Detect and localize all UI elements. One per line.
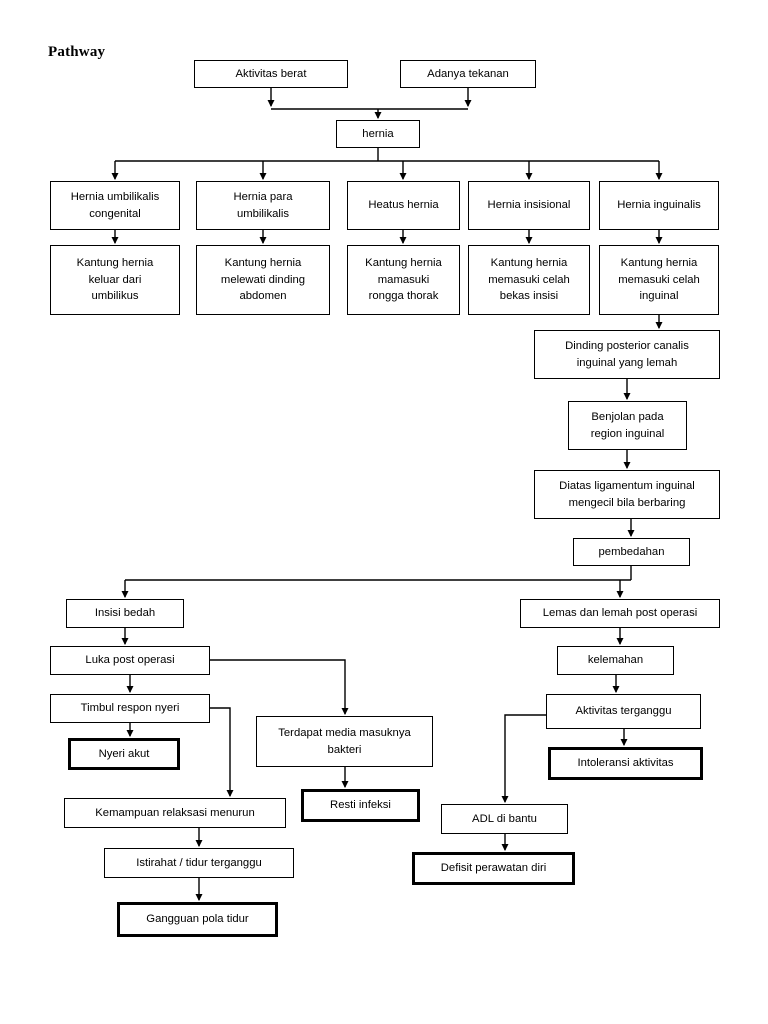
node-label-kemampuan_relaksasi: Kemampuan relaksasi menurun [95,806,255,819]
node-diatas_ligamentum[interactable]: Diatas ligamentum inguinal mengecil bila… [534,470,720,519]
node-hernia_inguinalis[interactable]: Hernia inguinalis [599,181,719,230]
node-label-aktivitas_berat: Aktivitas berat [235,67,307,80]
node-label-terdapat_media: Terdapat media masuknya bakteri [278,727,411,756]
node-label-aktivitas_terganggu: Aktivitas terganggu [575,705,672,718]
node-label-kantung_umbilikus: Kantung hernia keluar dari umbilikus [76,257,154,303]
node-label-diatas_ligamentum: Diatas ligamentum inguinal mengecil bila… [559,480,695,509]
node-label-gangguan_pola_tidur: Gangguan pola tidur [146,913,249,926]
node-intoleransi_aktivitas[interactable]: Intoleransi aktivitas [548,747,703,780]
node-label-kantung_inguinal: Kantung hernia memasuki celah inguinal [618,257,700,303]
node-benjolan[interactable]: Benjolan pada region inguinal [568,401,687,450]
node-label-istirahat_terganggu: Istirahat / tidur terganggu [136,856,262,869]
node-hernia_umbilikalis[interactable]: Hernia umbilikalis congenital [50,181,180,230]
node-kantung_abdomen[interactable]: Kantung hernia melewati dinding abdomen [196,245,330,315]
node-defisit_perawatan[interactable]: Defisit perawatan diri [412,852,575,885]
page-title: Pathway [48,44,106,60]
node-kantung_thorak[interactable]: Kantung hernia mamasuki rongga thorak [347,245,460,315]
node-label-pembedahan: pembedahan [598,545,665,558]
node-hernia[interactable]: hernia [336,120,420,148]
node-label-dinding_posterior: Dinding posterior canalis inguinal yang … [565,340,689,369]
node-lemas_lemah[interactable]: Lemas dan lemah post operasi [520,599,720,628]
node-dinding_posterior[interactable]: Dinding posterior canalis inguinal yang … [534,330,720,379]
node-hernia_para[interactable]: Hernia para umbilikalis [196,181,330,230]
node-label-timbul_respon_nyeri: Timbul respon nyeri [80,702,180,715]
node-label-benjolan: Benjolan pada region inguinal [590,411,665,440]
node-label-hernia_insisional: Hernia insisional [487,199,571,212]
node-label-nyeri_akut: Nyeri akut [98,747,150,760]
node-luka_post_operasi[interactable]: Luka post operasi [50,646,210,675]
node-insisi_bedah[interactable]: Insisi bedah [66,599,184,628]
node-label-hernia_inguinalis: Hernia inguinalis [617,199,701,212]
node-label-hernia_para: Hernia para umbilikalis [233,191,293,220]
node-pembedahan[interactable]: pembedahan [573,538,690,566]
node-label-insisi_bedah: Insisi bedah [94,607,156,620]
node-label-kantung_abdomen: Kantung hernia melewati dinding abdomen [220,257,306,303]
node-label-adl_dibantu: ADL di bantu [472,812,537,825]
node-adanya_tekanan[interactable]: Adanya tekanan [400,60,536,88]
node-label-heatus_hernia: Heatus hernia [368,199,439,212]
node-label-kantung_thorak: Kantung hernia mamasuki rongga thorak [365,257,442,303]
node-kantung_insisi[interactable]: Kantung hernia memasuki celah bekas insi… [468,245,590,315]
node-label-hernia: hernia [362,127,394,140]
edge-aktivitas-adl [501,714,546,804]
node-adl_dibantu[interactable]: ADL di bantu [441,804,568,834]
node-label-intoleransi_aktivitas: Intoleransi aktivitas [577,757,674,770]
edge-respon-relaksasi [210,707,234,798]
node-terdapat_media[interactable]: Terdapat media masuknya bakteri [256,716,433,767]
node-label-hernia_umbilikalis: Hernia umbilikalis congenital [70,191,160,220]
node-label-adanya_tekanan: Adanya tekanan [427,67,509,80]
node-resti_infeksi[interactable]: Resti infeksi [301,789,420,822]
node-heatus_hernia[interactable]: Heatus hernia [347,181,460,230]
node-gangguan_pola_tidur[interactable]: Gangguan pola tidur [117,902,278,937]
node-label-lemas_lemah: Lemas dan lemah post operasi [542,607,698,620]
node-label-kantung_insisi: Kantung hernia memasuki celah bekas insi… [488,257,570,303]
node-istirahat_terganggu[interactable]: Istirahat / tidur terganggu [104,848,294,878]
node-nyeri_akut[interactable]: Nyeri akut [68,738,180,770]
node-kelemahan[interactable]: kelemahan [557,646,674,675]
node-kemampuan_relaksasi[interactable]: Kemampuan relaksasi menurun [64,798,286,828]
edge-luka-media [210,659,349,716]
node-label-resti_infeksi: Resti infeksi [330,799,391,812]
node-label-kelemahan: kelemahan [587,654,644,667]
node-aktivitas_terganggu[interactable]: Aktivitas terganggu [546,694,701,729]
node-label-defisit_perawatan: Defisit perawatan diri [440,862,547,875]
node-timbul_respon_nyeri[interactable]: Timbul respon nyeri [50,694,210,723]
node-kantung_umbilikus[interactable]: Kantung hernia keluar dari umbilikus [50,245,180,315]
node-hernia_insisional[interactable]: Hernia insisional [468,181,590,230]
node-kantung_inguinal[interactable]: Kantung hernia memasuki celah inguinal [599,245,719,315]
node-label-luka_post_operasi: Luka post operasi [85,654,175,667]
node-aktivitas_berat[interactable]: Aktivitas berat [194,60,348,88]
